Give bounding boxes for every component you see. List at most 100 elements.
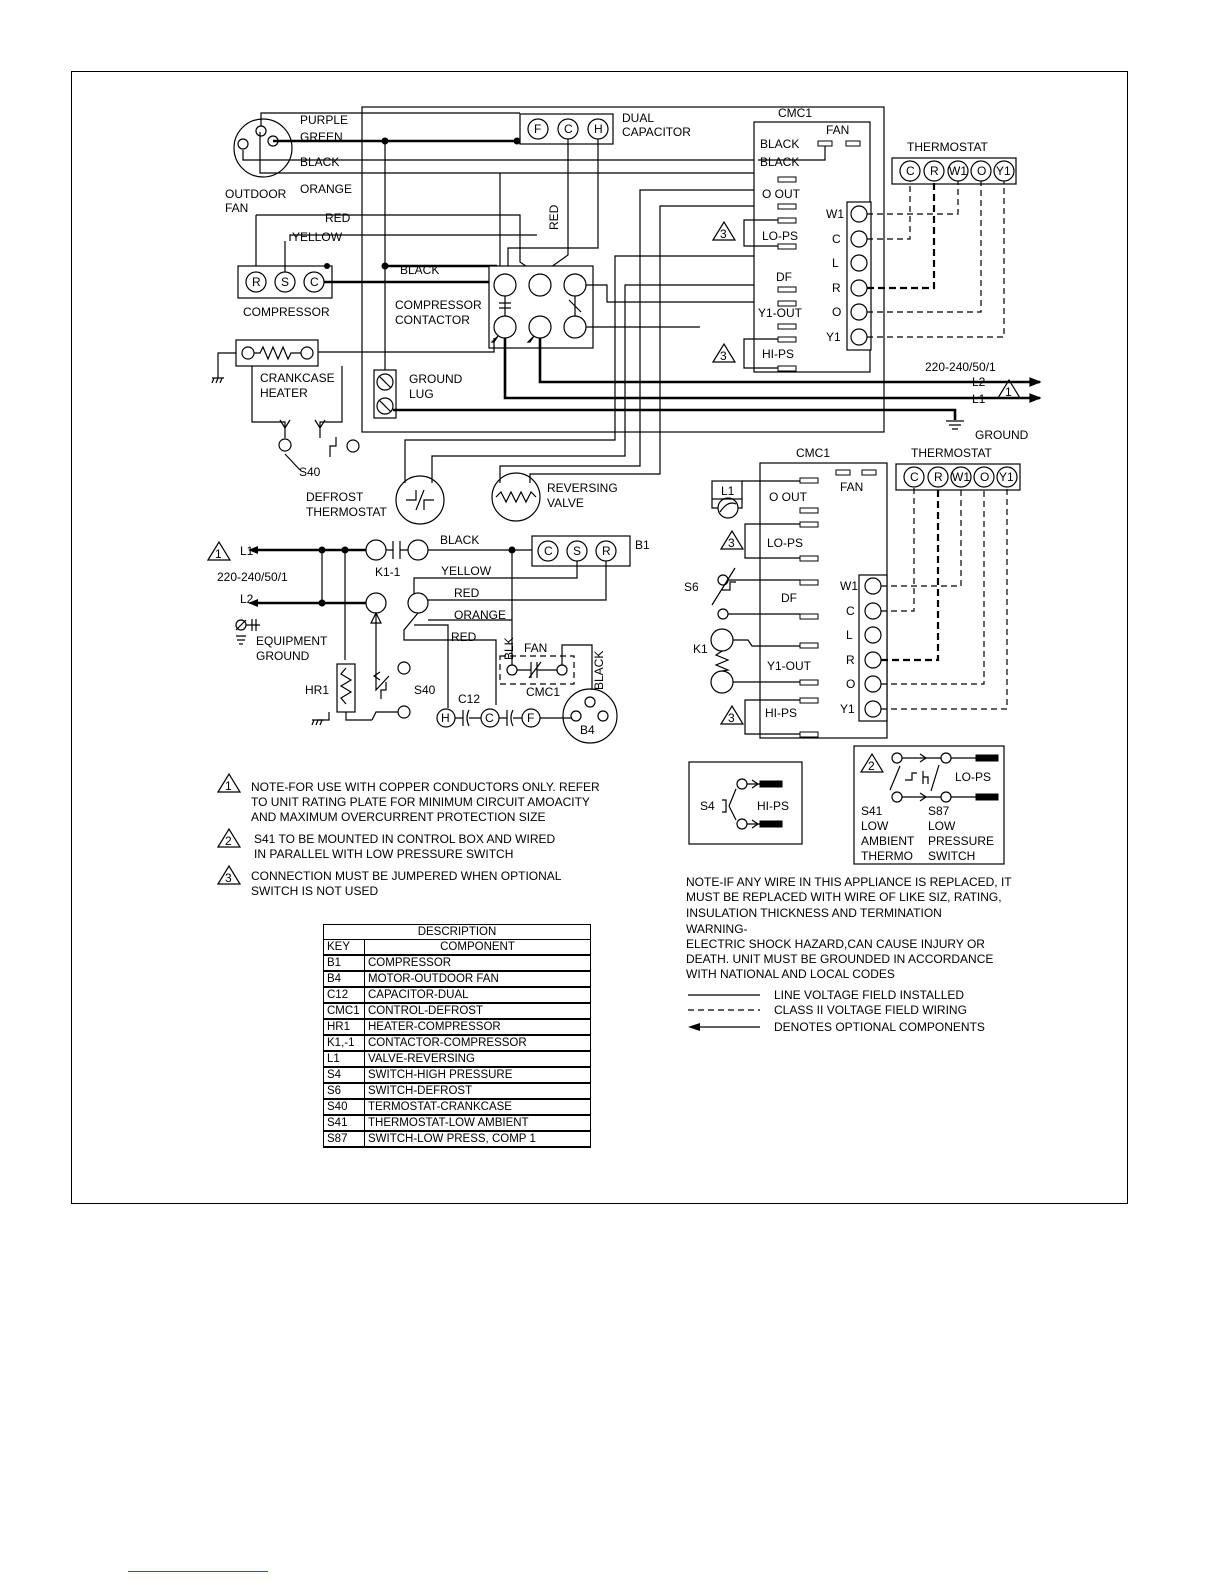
- wire-yellow-label: YELLOW: [292, 230, 343, 244]
- k1-1-label: K1-1: [375, 565, 401, 579]
- table-cell-key: HR1: [323, 1018, 365, 1036]
- cmc1-lo-ps-top: LO-PS: [762, 229, 798, 243]
- wire-red-label: RED: [325, 211, 351, 225]
- replace-note-line2: MUST BE REPLACED WITH WIRE OF LIKE SIZ, …: [686, 890, 1002, 904]
- tstat-top-o: O: [977, 164, 986, 178]
- ts-bot-r: R: [846, 653, 855, 667]
- cmc1-y1-out-bottom: Y1-OUT: [767, 659, 812, 673]
- defrost-thermostat: [395, 475, 445, 525]
- cap-term-f: F: [534, 122, 541, 136]
- wire-orange-label: ORANGE: [300, 182, 352, 196]
- s87-label: S87: [928, 804, 950, 818]
- cmc1-black-label-top: BLACK: [760, 137, 799, 151]
- table-cell-component: SWITCH-LOW PRESS, COMP 1: [364, 1130, 591, 1148]
- tri1-note: 1: [225, 779, 232, 793]
- cmc1-fan-label-bottom: FAN: [840, 480, 863, 494]
- hi-ps-inset-label: HI-PS: [757, 799, 789, 813]
- voltage-label-top: 220-240/50/1: [925, 360, 996, 374]
- equipment-ground-label-2: GROUND: [256, 649, 310, 663]
- table-cell-component: CONTROL-DEFROST: [364, 1002, 591, 1020]
- tstat-bot-c: C: [910, 470, 919, 484]
- table-cell-key: C12: [323, 986, 365, 1004]
- table-cell-key: S41: [323, 1114, 365, 1132]
- tstat-bot-w1: W1: [952, 470, 970, 484]
- dual-capacitor-label: DUAL: [622, 111, 654, 125]
- tri2-note: 2: [225, 834, 232, 848]
- cmc1-o-out-bottom: O OUT: [769, 490, 808, 504]
- table-cell-key: S6: [323, 1082, 365, 1100]
- tri1-top: 1: [1005, 385, 1012, 399]
- legend-arrow-label: DENOTES OPTIONAL COMPONENTS: [774, 1020, 985, 1034]
- tri3-a: 3: [720, 227, 727, 241]
- crankcase-heater-label-2: HEATER: [260, 386, 308, 400]
- l1-label-top: L1: [972, 392, 986, 406]
- ground-lug-label-2: LUG: [409, 387, 434, 401]
- s40-label-top: S40: [299, 465, 321, 479]
- tstat-top-w1: W1: [949, 164, 967, 178]
- outdoor-fan: [233, 118, 293, 178]
- cmc1-df-bottom: DF: [781, 591, 797, 605]
- note3-line2: SWITCH IS NOT USED: [251, 884, 378, 898]
- cmc1-hi-ps-bottom: HI-PS: [765, 706, 797, 720]
- table-cell-key: S40: [323, 1098, 365, 1116]
- legend-line-label: LINE VOLTAGE FIELD INSTALLED: [774, 988, 964, 1002]
- table-header-key: KEY: [323, 939, 365, 956]
- lo-ps-inset-label: LO-PS: [955, 770, 991, 784]
- reversing-valve-label-2: VALVE: [547, 496, 584, 510]
- note2-line2: IN PARALLEL WITH LOW PRESSURE SWITCH: [254, 847, 513, 861]
- b1-term-r: R: [602, 544, 611, 558]
- warning-line3: WITH NATIONAL AND LOCAL CODES: [686, 967, 895, 981]
- table-cell-key: S87: [323, 1130, 365, 1148]
- orange-label-b1: ORANGE: [454, 608, 506, 622]
- c12-term-c: C: [485, 711, 494, 725]
- crankcase-heater-label: CRANKCASE: [260, 371, 335, 385]
- legend-dashed-label: CLASS II VOLTAGE FIELD WIRING: [774, 1003, 967, 1017]
- cmc1-black-label-top-2: BLACK: [760, 155, 799, 169]
- footer-link-underline: [128, 1571, 268, 1572]
- hr1-label: HR1: [305, 683, 329, 697]
- thermostat-label-top: THERMOSTAT: [907, 140, 989, 154]
- yellow-label-b1: YELLOW: [441, 564, 492, 578]
- tri3-d: 3: [728, 711, 735, 725]
- voltage-label-bottom: 220-240/50/1: [217, 570, 288, 584]
- defrost-thermostat-label: DEFROST: [306, 490, 364, 504]
- comp-term-c: C: [310, 275, 319, 289]
- black-vertical-label: BLACK: [592, 651, 606, 690]
- comp-term-s: S: [281, 275, 289, 289]
- c12-term-h: H: [441, 711, 450, 725]
- warning-line2: DEATH. UNIT MUST BE GROUNDED IN ACCORDAN…: [686, 952, 993, 966]
- b1-label: B1: [635, 538, 650, 552]
- ts-bot-c: C: [846, 604, 855, 618]
- ground-lug-label: GROUND: [409, 372, 463, 386]
- note1-line2: TO UNIT RATING PLATE FOR MINIMUM CIRCUIT…: [251, 795, 590, 809]
- s87-switch-label: SWITCH: [928, 849, 975, 863]
- table-title: DESCRIPTION: [323, 924, 591, 940]
- table-cell-key: B4: [323, 970, 365, 988]
- cmc1-label-bottom: CMC1: [796, 446, 830, 460]
- table-cell-component: SWITCH-DEFROST: [364, 1082, 591, 1100]
- table-cell-key: B1: [323, 954, 365, 972]
- compressor-label: COMPRESSOR: [243, 305, 330, 319]
- cmc1-y1-out-top: Y1-OUT: [758, 306, 803, 320]
- k1-label: K1: [693, 642, 708, 656]
- replace-note-line3: INSULATION THICKNESS AND TERMINATION: [686, 906, 942, 920]
- tri1-left: 1: [215, 547, 222, 561]
- tri3-c: 3: [728, 536, 735, 550]
- thermostat-label-bottom: THERMOSTAT: [911, 446, 993, 460]
- reversing-valve-label: REVERSING: [547, 481, 618, 495]
- wire-black-label: BLACK: [300, 155, 339, 169]
- cmc1-label-fan: CMC1: [526, 685, 560, 699]
- comp-term-r: R: [252, 275, 261, 289]
- defrost-thermostat-label-2: THERMOSTAT: [306, 505, 388, 519]
- c12-term-f: F: [527, 711, 534, 725]
- table-header-component: COMPONENT: [364, 939, 591, 956]
- cmc1-label-top: CMC1: [778, 106, 812, 120]
